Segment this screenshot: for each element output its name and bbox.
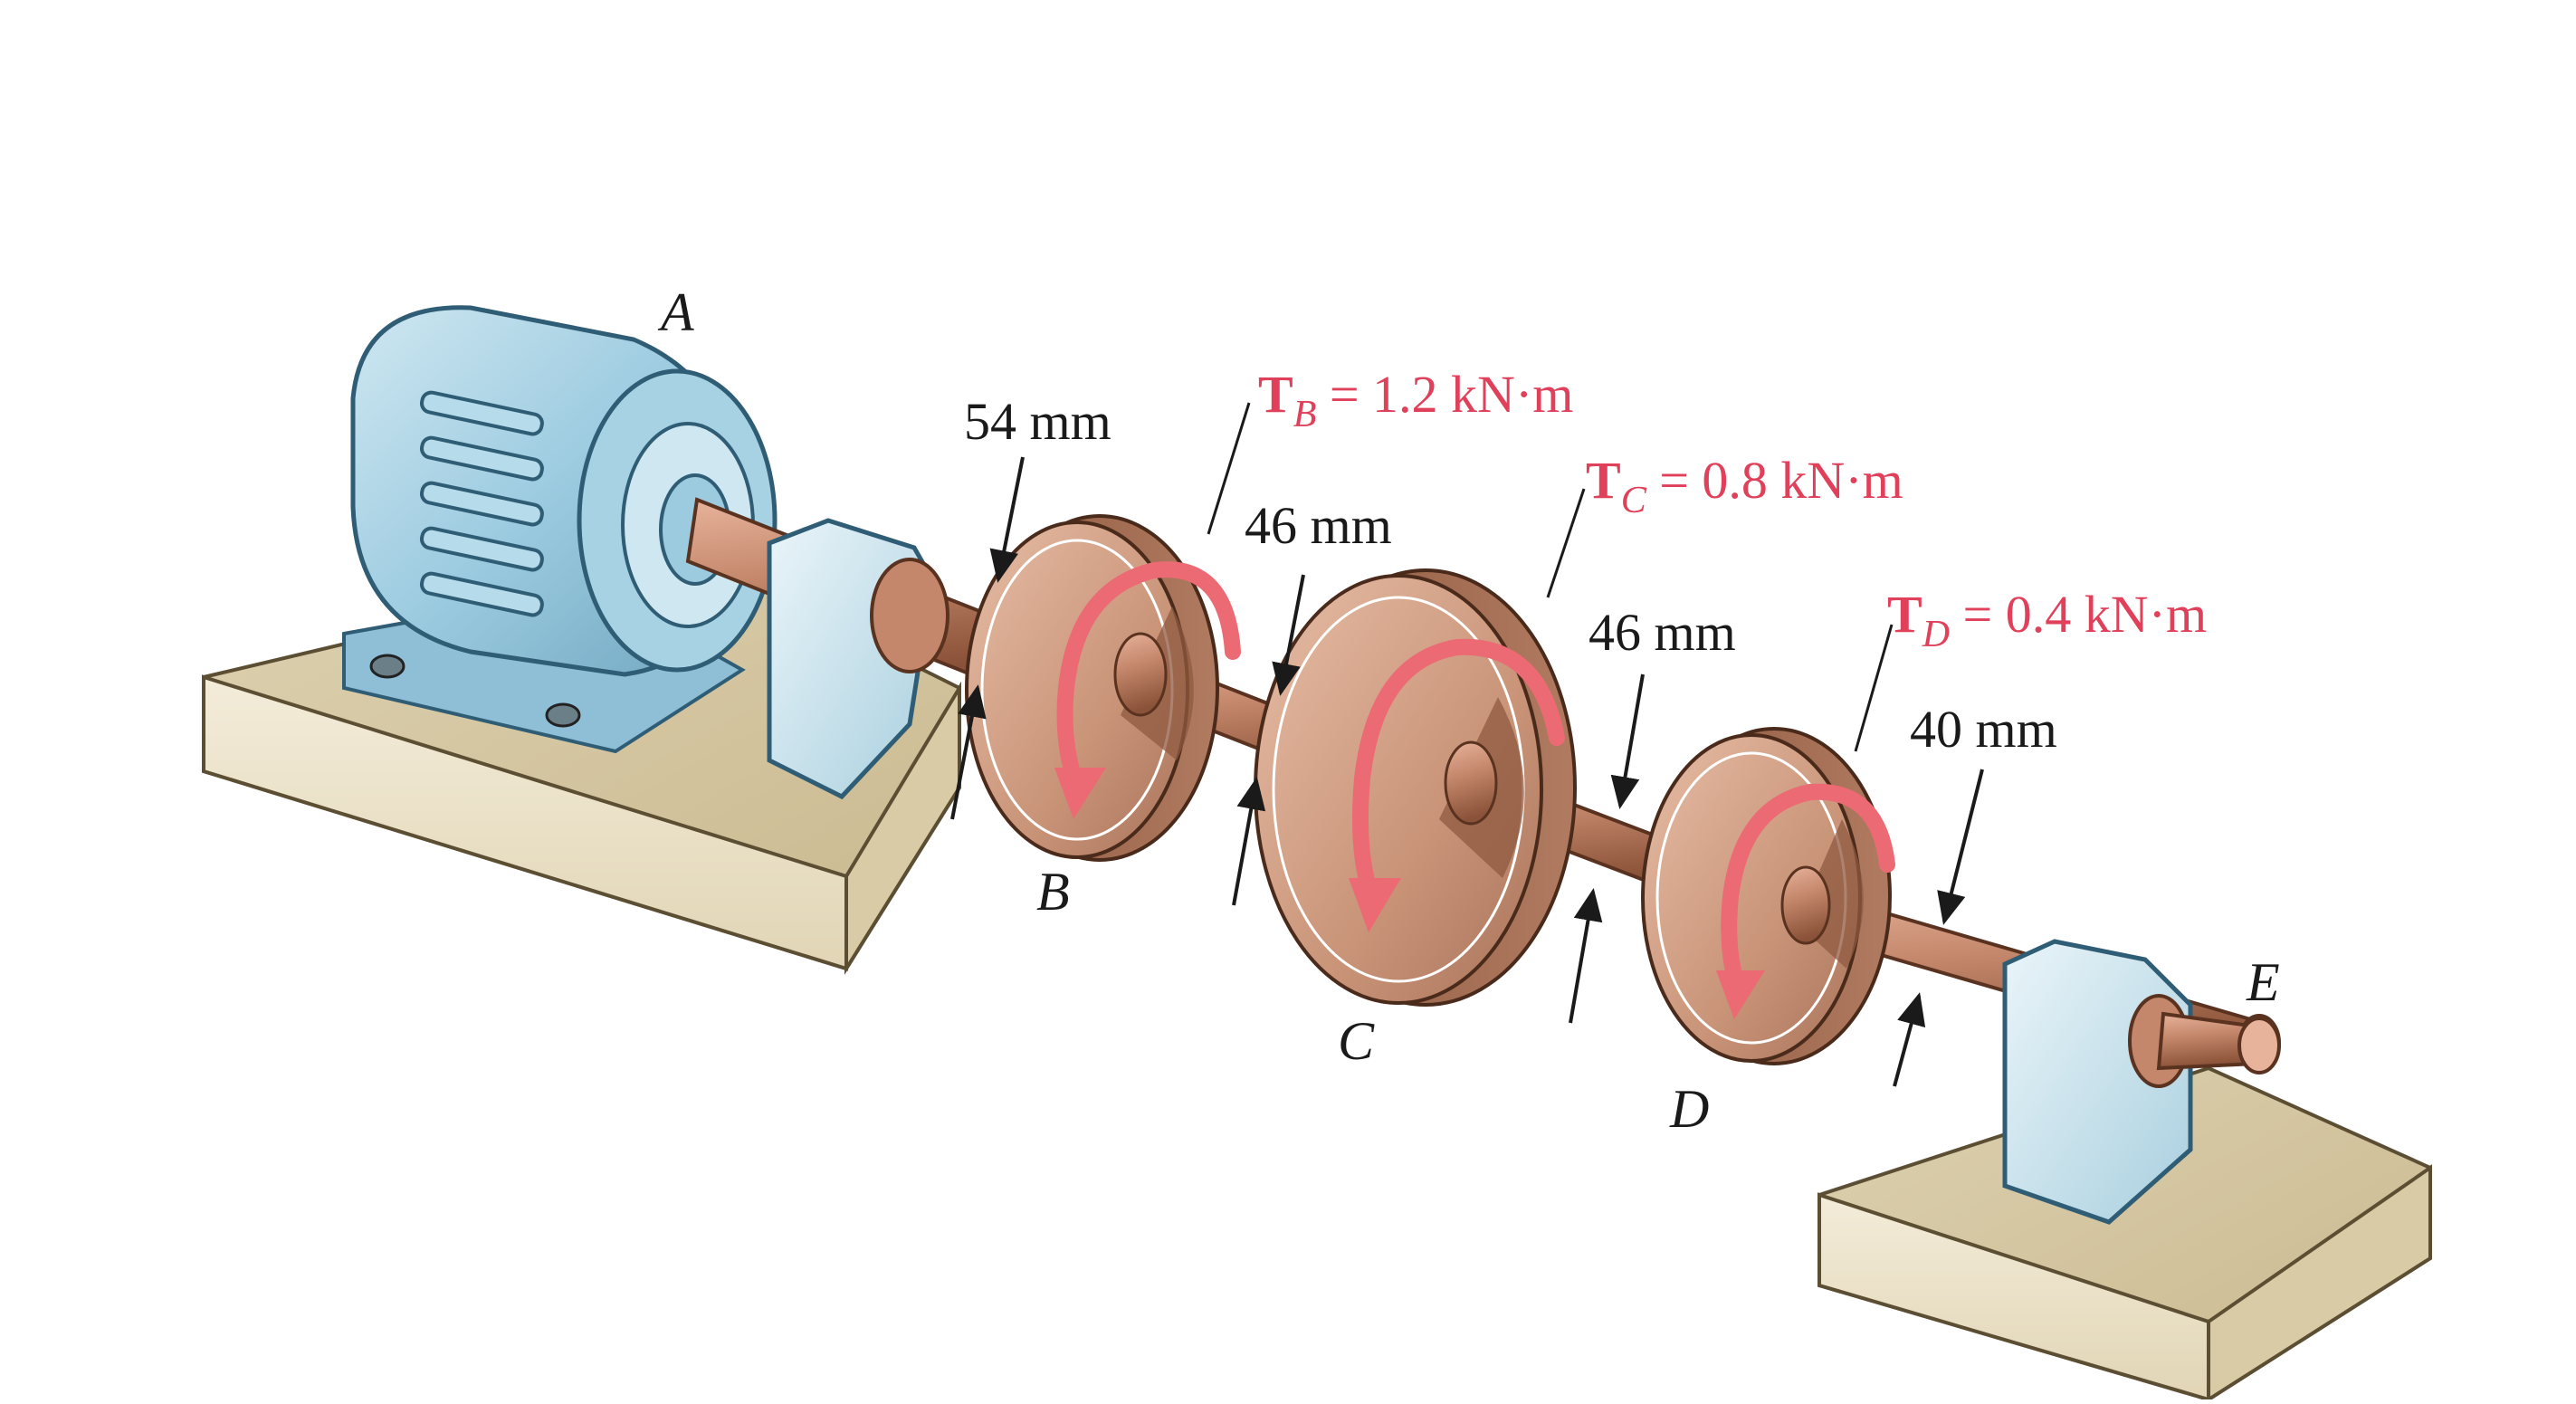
torque-b-arrow-icon xyxy=(1056,561,1241,796)
label-a: A xyxy=(657,282,694,342)
label-b: B xyxy=(1036,862,1070,922)
left-bearing xyxy=(767,518,949,800)
dimension-cd: 46 mm xyxy=(1589,603,1736,662)
gear-d xyxy=(1641,727,1895,1065)
dimension-leaders xyxy=(950,456,1984,1087)
torque-c-arrow-icon xyxy=(1352,638,1565,904)
right-base xyxy=(1818,1065,2432,1403)
bolt-icon xyxy=(369,654,405,679)
right-bearing xyxy=(2002,939,2281,1225)
gear-b xyxy=(965,514,1241,862)
torque-leaders xyxy=(1207,402,1894,752)
torque-d-label: TD = 0.4 kN·m xyxy=(1887,585,2207,655)
label-e: E xyxy=(2246,952,2280,1012)
label-c: C xyxy=(1338,1011,1375,1071)
dimension-bc: 46 mm xyxy=(1245,496,1392,555)
torque-c-label: TC = 0.8 kN·m xyxy=(1586,451,1903,521)
torque-d-arrow-icon xyxy=(1721,783,1895,995)
gear-c xyxy=(1254,568,1577,1007)
dimension-ab: 54 mm xyxy=(964,392,1111,451)
dimension-de: 40 mm xyxy=(1910,700,2057,759)
torque-b-label: TB = 1.2 kN·m xyxy=(1258,365,1573,435)
motor-a xyxy=(342,305,778,754)
bolt-icon xyxy=(545,702,581,728)
label-d: D xyxy=(1669,1079,1709,1139)
